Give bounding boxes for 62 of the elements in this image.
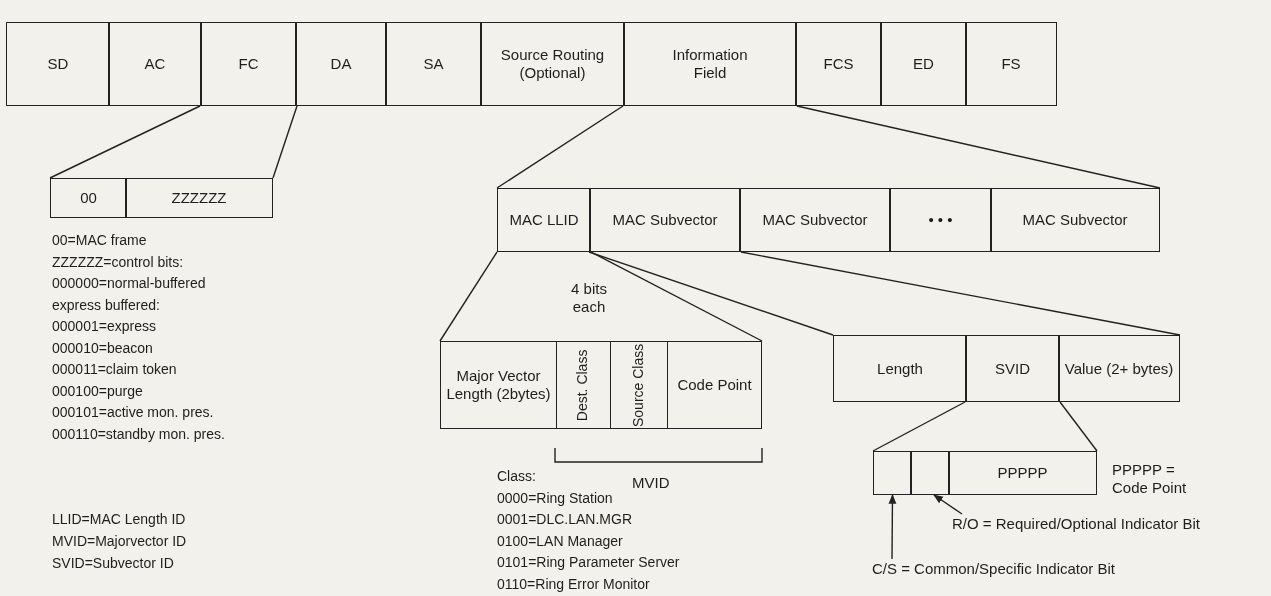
note-text: 0100=LAN Manager: [497, 532, 623, 550]
expansion-line: [740, 251, 1181, 336]
note-text: 00=MAC frame: [52, 232, 147, 249]
note-text: LLID=MAC Length ID: [52, 511, 186, 528]
field-cell: SD: [6, 22, 110, 106]
field-cell: Dest. Class: [555, 341, 610, 429]
field-cell: AC: [108, 22, 202, 106]
arrow: [933, 494, 963, 515]
note-text: 000001=express: [52, 318, 156, 335]
field-cell: DA: [295, 22, 387, 106]
expansion-line: [796, 105, 1161, 189]
note-text: SVID=Subvector ID: [52, 555, 174, 572]
note-text: 000101=active mon. pres.: [52, 404, 214, 421]
note-text: 0000=Ring Station: [497, 489, 613, 507]
expansion-line: [49, 105, 201, 179]
field-cell: Major Vector Length (2bytes): [440, 341, 557, 429]
annotation-text: R/O = Required/Optional Indicator Bit: [952, 514, 1252, 534]
note-text: 000010=beacon: [52, 339, 153, 357]
note-text: 000011=claim token: [52, 361, 177, 378]
field-cell: FCS: [795, 22, 882, 106]
field-cell: FS: [965, 22, 1057, 106]
field-cell: MAC LLID: [497, 188, 591, 252]
expansion-line: [496, 105, 624, 189]
field-cell: SVID: [965, 335, 1060, 402]
field-cell: Source Routing (Optional): [480, 22, 625, 106]
field-cell: • • •: [889, 188, 992, 252]
field-cell: ED: [880, 22, 967, 106]
bit-cell: [873, 451, 912, 495]
note-text: 000100=purge: [52, 382, 143, 400]
field-cell: FC: [200, 22, 297, 106]
field-cell: Length: [833, 335, 967, 402]
expansion-line: [588, 251, 834, 336]
field-cell: MAC Subvector: [990, 188, 1160, 252]
field-cell: PPPPP: [948, 451, 1097, 495]
field-cell: Value (2+ bytes): [1058, 335, 1180, 402]
expansion-line: [1059, 401, 1098, 452]
note-text: 0001=DLC.LAN.MGR: [497, 511, 632, 528]
field-cell: Information Field: [623, 22, 797, 106]
note-text: 0110=Ring Error Monitor: [497, 575, 650, 593]
expansion-line: [439, 251, 498, 342]
bit-cell: [910, 451, 950, 495]
note-text: MVID=Majorvector ID: [52, 533, 187, 550]
note-text: PPPPP = Code Point: [1112, 461, 1188, 497]
expansion-line: [272, 105, 298, 179]
field-cell: SA: [385, 22, 482, 106]
field-cell: Source Class: [610, 341, 667, 429]
note-text: Class:: [497, 468, 536, 485]
field-cell: ZZZZZZ: [125, 178, 273, 218]
annotation-text: C/S = Common/Specific Indicator Bit: [872, 559, 1162, 579]
note-text: 4 bits each: [570, 280, 608, 316]
note-text: 000110=standby mon. pres.: [52, 425, 225, 443]
field-cell: Code Point: [667, 341, 762, 429]
note-text: ZZZZZZ=control bits:: [52, 253, 184, 271]
field-cell: MAC Subvector: [739, 188, 891, 252]
expansion-line: [872, 401, 966, 452]
field-cell: MAC Subvector: [589, 188, 741, 252]
note-text: 0101=Ring Parameter Server: [497, 554, 680, 571]
field-cell: 00: [50, 178, 127, 218]
note-text: MVID: [632, 474, 670, 492]
arrow: [888, 494, 897, 560]
note-text: 000000=normal-buffered: [52, 275, 206, 292]
note-text: express buffered:: [52, 296, 160, 314]
